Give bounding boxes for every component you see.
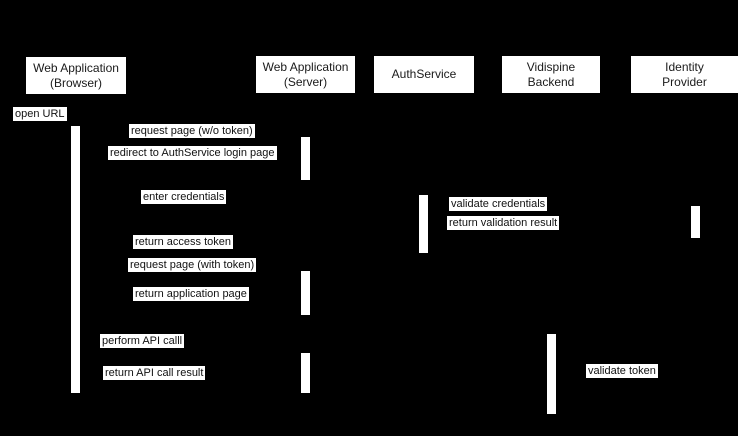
message-return-application-page: return application page (133, 287, 249, 301)
activation-server-2 (301, 271, 310, 315)
message-return-access-token: return access token (133, 235, 233, 249)
message-return-validation-result: return validation result (447, 216, 560, 230)
activation-vidispine-backend (547, 334, 556, 414)
actor-vidispine-backend: Vidispine Backend (502, 56, 600, 93)
message-redirect-to-authservice-login-page: redirect to AuthService login page (108, 146, 277, 160)
actor-web-application-browser: Web Application (Browser) (26, 57, 126, 94)
activation-server-3 (301, 353, 310, 393)
message-validate-credentials: validate credentials (449, 197, 548, 211)
activation-identity-provider (691, 206, 700, 238)
message-request-page-with-token: request page (with token) (128, 258, 257, 272)
message-return-api-call-result: return API call result (103, 366, 206, 380)
activation-browser (71, 126, 80, 393)
message-request-page-without-token: request page (w/o token) (129, 124, 255, 138)
message-enter-credentials: enter credentials (141, 190, 227, 204)
activation-server-1 (301, 137, 310, 180)
message-perform-api-call: perform API calll (100, 334, 185, 348)
message-open-url: open URL (13, 107, 67, 121)
activation-authservice (419, 195, 428, 253)
message-validate-token: validate token (586, 364, 658, 378)
actor-web-application-server: Web Application (Server) (256, 56, 355, 93)
actor-identity-provider: Identity Provider (631, 56, 738, 93)
actor-authservice: AuthService (374, 56, 474, 93)
